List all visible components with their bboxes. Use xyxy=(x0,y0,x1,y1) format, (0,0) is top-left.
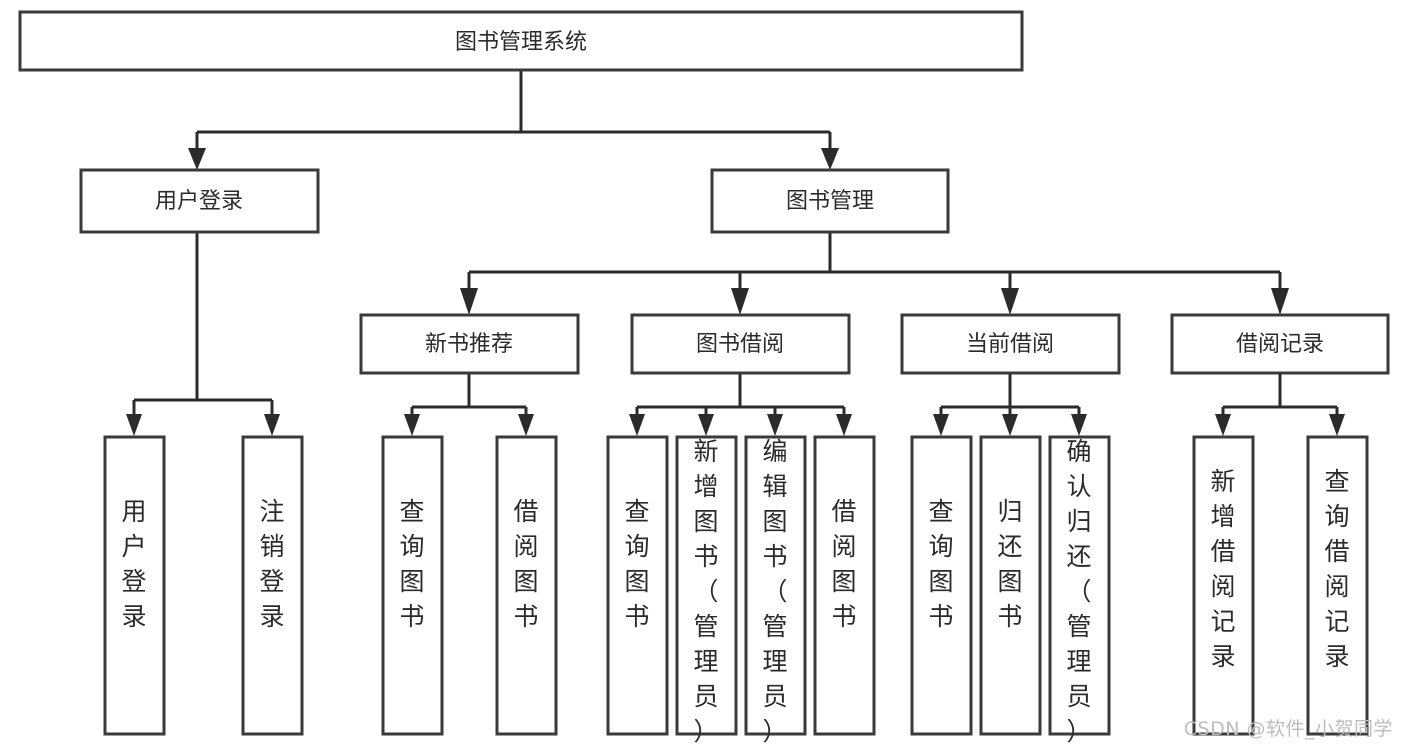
node-leaf-return-book[interactable]: 归还图书 xyxy=(979,435,1042,736)
node-leaf-logout-login[interactable]: 注销登录 xyxy=(241,435,304,736)
node-leaf-user-login-label: 用户登录 xyxy=(121,497,146,631)
node-root-label: 图书管理系统 xyxy=(455,30,587,55)
node-leaf-query-borrow-record[interactable]: 查询借阅记录 xyxy=(1306,435,1369,736)
node-leaf-query-book-3-box[interactable] xyxy=(910,435,973,736)
arrow-to-leaf-add-book-admin xyxy=(698,414,714,436)
node-leaf-logout-login-label: 注销登录 xyxy=(259,497,284,631)
node-book-borrow-box[interactable] xyxy=(630,313,851,375)
node-leaf-add-borrow-record[interactable]: 新增借阅记录 xyxy=(1192,435,1255,736)
node-borrow-record-box[interactable] xyxy=(1170,313,1390,375)
node-leaf-edit-book-admin[interactable]: 编辑图书（管理员） xyxy=(744,435,807,746)
arrow-to-borrow-record xyxy=(1271,288,1289,315)
node-current-borrow-box[interactable] xyxy=(900,313,1121,375)
node-leaf-add-borrow-record-label: 新增借阅记录 xyxy=(1210,467,1235,671)
node-leaf-borrow-book-1-label: 借阅图书 xyxy=(513,497,538,631)
node-leaf-borrow-book-1[interactable]: 借阅图书 xyxy=(495,435,558,736)
node-new-book-recommend[interactable]: 新书推荐 xyxy=(359,313,580,375)
node-root[interactable]: 图书管理系统 xyxy=(18,10,1024,72)
node-book-borrow-label: 图书借阅 xyxy=(696,332,784,357)
arrow-to-book-borrow xyxy=(731,288,749,315)
node-borrow-record-label: 借阅记录 xyxy=(1236,332,1324,357)
node-leaf-logout-login-box[interactable] xyxy=(241,435,304,736)
node-leaf-add-book-admin[interactable]: 新增图书（管理员） xyxy=(675,435,738,746)
node-root-box[interactable] xyxy=(18,10,1024,72)
node-borrow-record[interactable]: 借阅记录 xyxy=(1170,313,1390,375)
node-user-login-label: 用户登录 xyxy=(155,189,243,214)
node-current-borrow-label: 当前借阅 xyxy=(966,332,1054,357)
node-leaf-query-book-1-box[interactable] xyxy=(381,435,444,736)
arrow-to-new-book-recommend xyxy=(460,288,478,315)
node-leaf-edit-book-admin-box[interactable] xyxy=(744,435,807,736)
node-book-management[interactable]: 图书管理 xyxy=(710,168,950,234)
node-leaf-borrow-book-1-box[interactable] xyxy=(495,435,558,736)
arrow-to-leaf-query-borrow-record xyxy=(1329,414,1345,436)
node-leaf-query-book-2-box[interactable] xyxy=(606,435,669,736)
node-current-borrow[interactable]: 当前借阅 xyxy=(900,313,1121,375)
arrow-to-leaf-edit-book-admin xyxy=(767,414,783,436)
edges-layer xyxy=(126,70,1345,436)
node-user-login[interactable]: 用户登录 xyxy=(79,168,320,234)
arrow-to-book-management xyxy=(821,148,839,170)
node-leaf-edit-book-admin-label: 编辑图书（管理员） xyxy=(762,437,787,746)
node-leaf-return-book-label: 归还图书 xyxy=(997,497,1022,631)
node-leaf-user-login-box[interactable] xyxy=(103,435,166,736)
node-new-book-recommend-label: 新书推荐 xyxy=(425,332,513,357)
node-leaf-query-book-2[interactable]: 查询图书 xyxy=(606,435,669,736)
node-leaf-return-book-box[interactable] xyxy=(979,435,1042,736)
node-leaf-add-borrow-record-box[interactable] xyxy=(1192,435,1255,736)
node-leaf-query-borrow-record-label: 查询借阅记录 xyxy=(1324,467,1349,671)
node-leaf-add-book-admin-box[interactable] xyxy=(675,435,738,736)
node-new-book-recommend-box[interactable] xyxy=(359,313,580,375)
arrow-to-user-login xyxy=(188,148,206,170)
arrow-to-leaf-query-book-2 xyxy=(629,414,645,436)
arrow-to-leaf-query-book-1 xyxy=(404,414,420,436)
node-book-management-label: 图书管理 xyxy=(786,189,874,214)
arrow-to-leaf-borrow-book-1 xyxy=(518,414,534,436)
node-leaf-confirm-return-admin-label: 确认归还（管理员） xyxy=(1066,437,1091,746)
node-leaf-query-book-2-label: 查询图书 xyxy=(624,497,649,631)
node-leaf-query-book-1[interactable]: 查询图书 xyxy=(381,435,444,736)
node-leaf-add-book-admin-label: 新增图书（管理员） xyxy=(693,437,718,746)
node-leaf-query-book-1-label: 查询图书 xyxy=(399,497,424,631)
node-book-borrow[interactable]: 图书借阅 xyxy=(630,313,851,375)
arrow-to-leaf-user-login xyxy=(126,414,142,436)
node-leaf-confirm-return-admin-box[interactable] xyxy=(1048,435,1111,736)
arrow-to-leaf-confirm-return-admin xyxy=(1071,414,1087,436)
arrow-to-leaf-logout-login xyxy=(264,414,280,436)
node-user-login-box[interactable] xyxy=(79,168,320,234)
node-book-management-box[interactable] xyxy=(710,168,950,234)
arrow-to-current-borrow xyxy=(1001,288,1019,315)
node-leaf-confirm-return-admin[interactable]: 确认归还（管理员） xyxy=(1048,435,1111,746)
node-leaf-query-borrow-record-box[interactable] xyxy=(1306,435,1369,736)
arrow-to-leaf-add-borrow-record xyxy=(1215,414,1231,436)
node-leaf-borrow-book-2-box[interactable] xyxy=(813,435,876,736)
node-leaf-borrow-book-2-label: 借阅图书 xyxy=(831,497,856,631)
arrow-to-leaf-return-book xyxy=(1002,414,1018,436)
node-leaf-query-book-3-label: 查询图书 xyxy=(928,497,953,631)
arrow-to-leaf-query-book-3 xyxy=(933,414,949,436)
node-leaf-query-book-3[interactable]: 查询图书 xyxy=(910,435,973,736)
node-leaf-user-login[interactable]: 用户登录 xyxy=(103,435,166,736)
node-leaf-borrow-book-2[interactable]: 借阅图书 xyxy=(813,435,876,736)
arrow-to-leaf-borrow-book-2 xyxy=(836,414,852,436)
